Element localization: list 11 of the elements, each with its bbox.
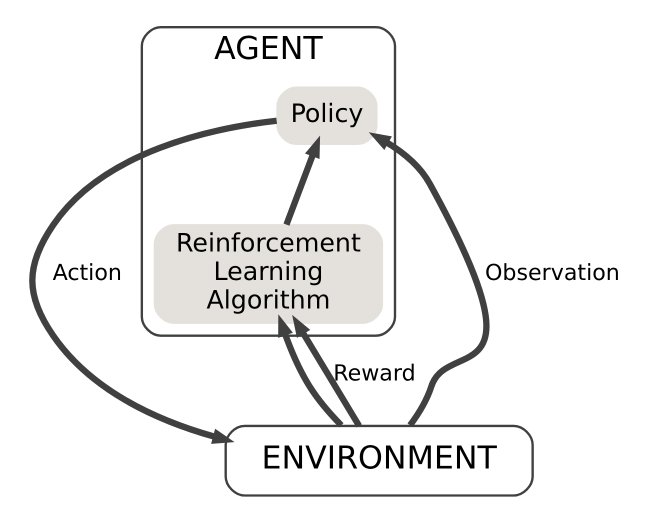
node-box: Policy <box>276 86 378 146</box>
arrow <box>368 132 489 428</box>
edge-label: Observation <box>484 260 620 286</box>
node-box: Reinforcement Learning Algorithm <box>153 224 383 324</box>
arrow <box>278 314 344 428</box>
arrow <box>282 136 320 226</box>
arrow <box>292 314 362 428</box>
arrow <box>28 118 277 444</box>
node-box: ENVIRONMENT <box>224 424 534 497</box>
edge-label: Action <box>52 260 122 286</box>
edge-label: Reward <box>332 360 416 386</box>
